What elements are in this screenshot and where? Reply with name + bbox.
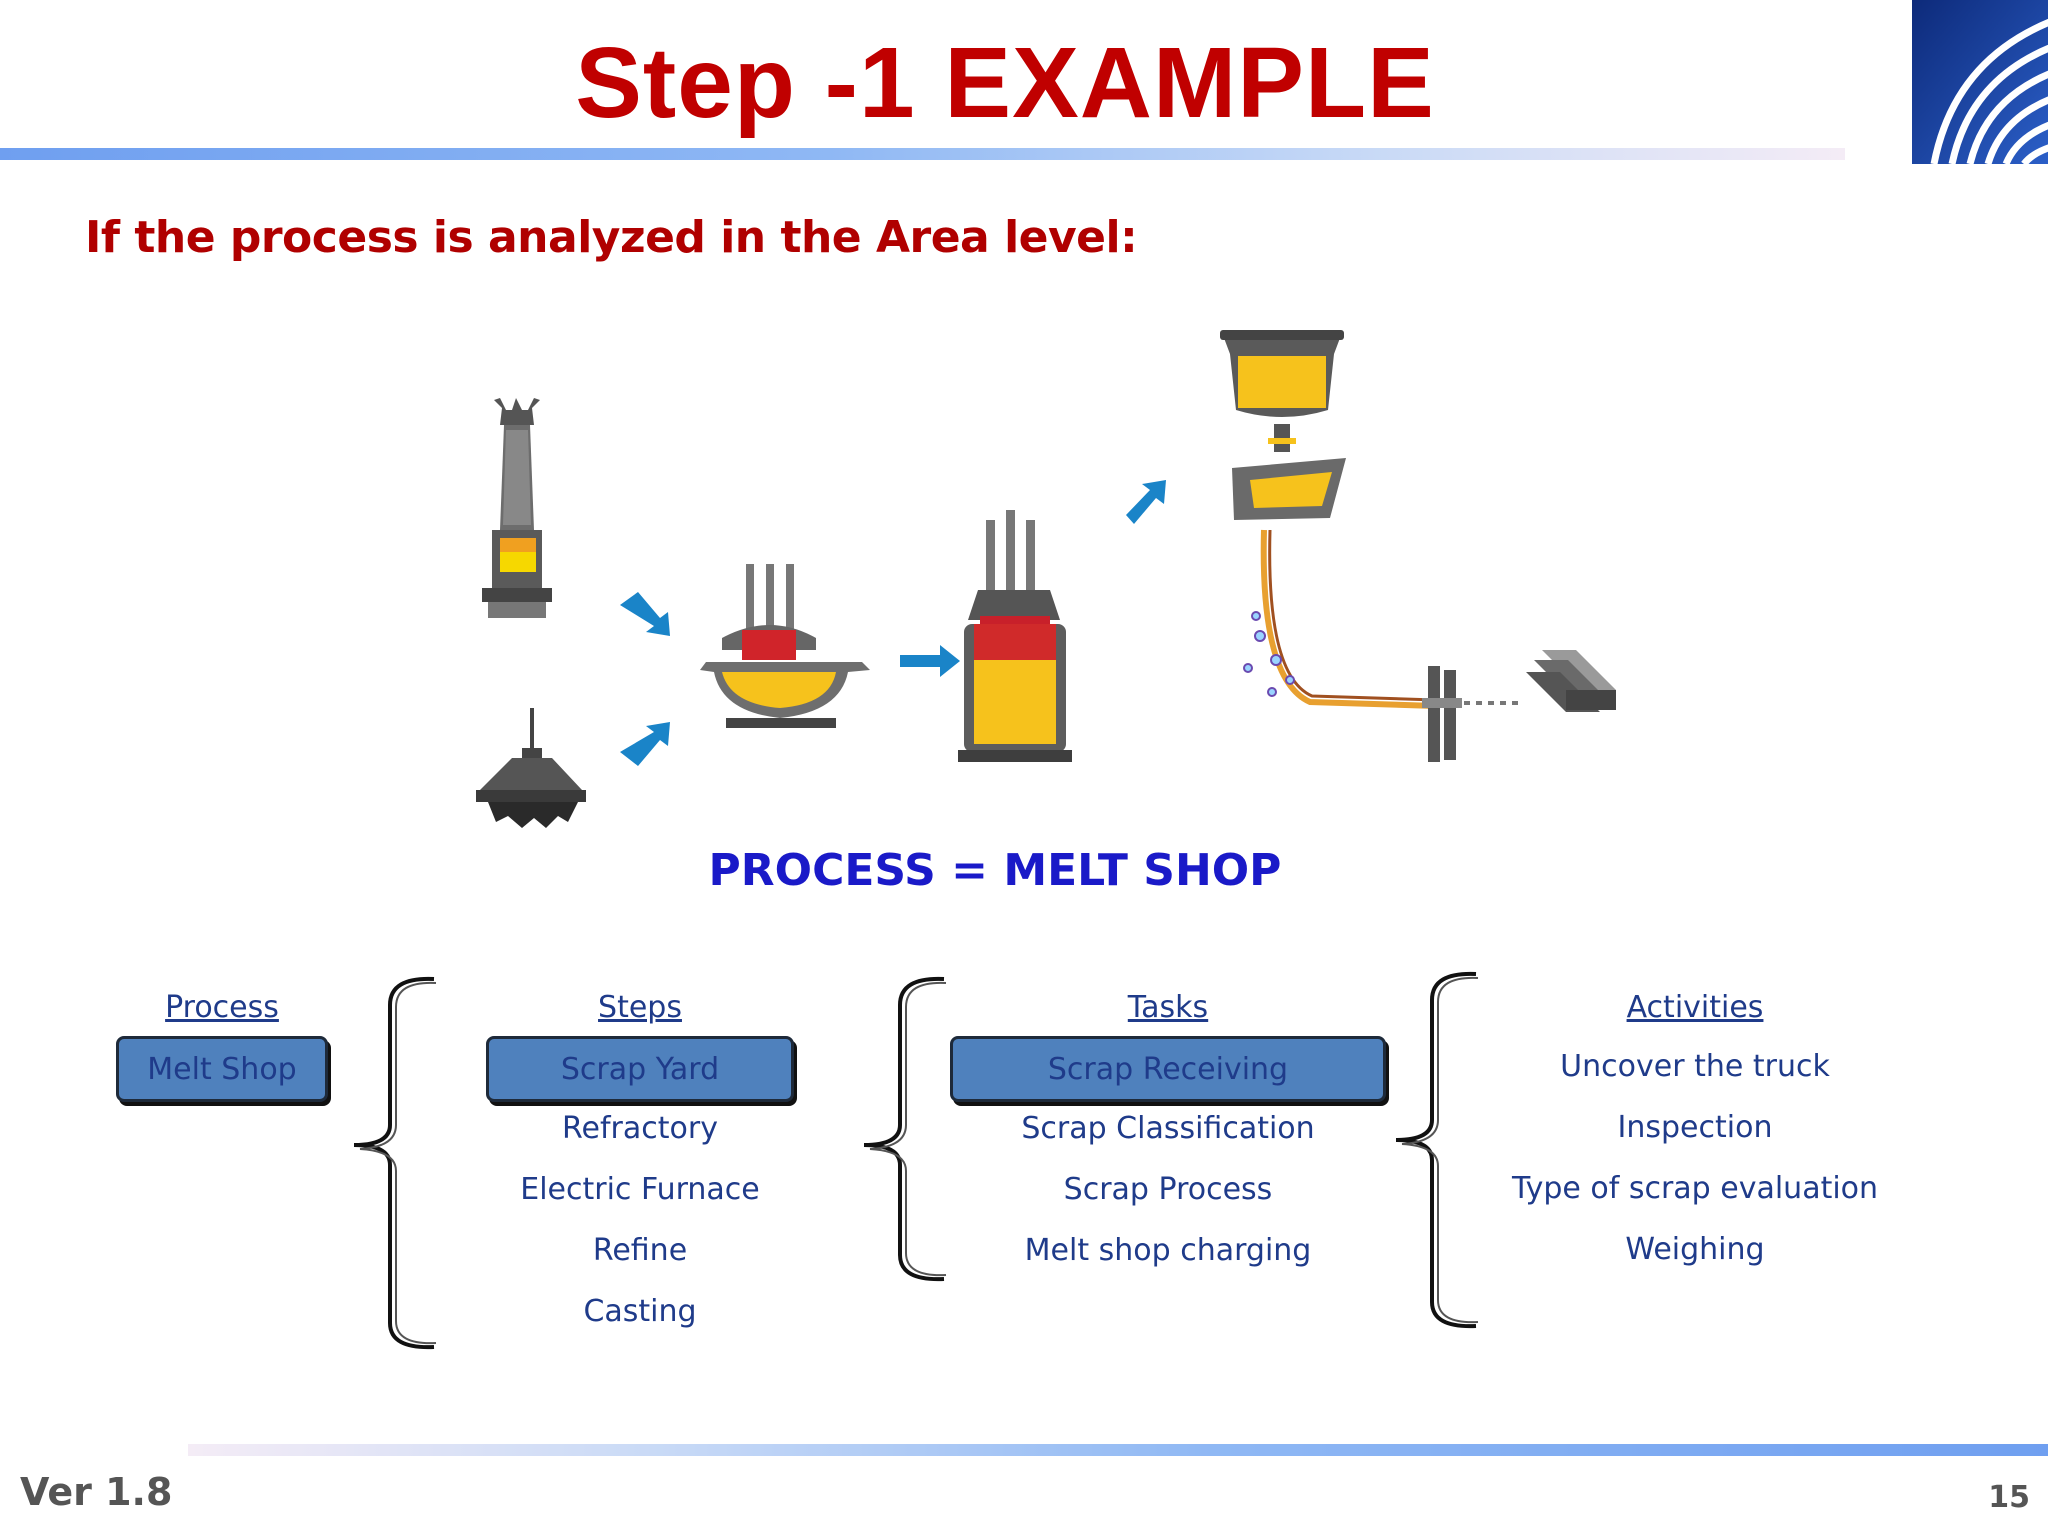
process-label: PROCESS = MELT SHOP [708, 845, 1282, 896]
steps-header: Steps [598, 990, 682, 1025]
company-logo-icon [1912, 0, 2048, 164]
process-header: Process [165, 990, 279, 1025]
tasks-item: Scrap Process [1063, 1172, 1273, 1207]
steps-item: Electric Furnace [520, 1172, 760, 1207]
tasks-header: Tasks [1127, 990, 1209, 1025]
electric-arc-furnace-icon [700, 564, 870, 728]
activities-item: Inspection [1617, 1110, 1773, 1145]
steps-item: Casting [583, 1294, 697, 1329]
arrow-up-right-icon [1126, 480, 1166, 524]
melt-shop-diagram [476, 330, 1616, 828]
page-number: 15 [1988, 1480, 2030, 1515]
scrap-magnet-icon [476, 708, 586, 828]
tasks-item: Melt shop charging [1024, 1233, 1312, 1268]
activities-item: Weighing [1625, 1232, 1765, 1267]
brace-tasks-activities [1395, 971, 1479, 1329]
steps-item: Refractory [562, 1111, 718, 1146]
tasks-item-box: Scrap Receiving [950, 1036, 1386, 1102]
activities-item: Type of scrap evaluation [1511, 1171, 1879, 1206]
steps-item-box: Scrap Yard [486, 1036, 794, 1102]
ladle-furnace-icon [958, 510, 1072, 762]
tasks-column: Tasks Scrap Receiving Scrap Classificati… [950, 980, 1386, 1281]
version-label: Ver 1.8 [20, 1470, 173, 1514]
activities-item: Uncover the truck [1560, 1049, 1830, 1084]
process-column: Process Melt Shop [116, 980, 328, 1102]
arrow-right-down-icon [620, 592, 670, 636]
arrow-right-up-icon [620, 722, 670, 766]
bottom-divider [188, 1444, 2048, 1456]
process-item-box: Melt Shop [116, 1036, 328, 1102]
activities-column: Activities Uncover the truck Inspection … [1500, 980, 1890, 1280]
slide-title: Step -1 EXAMPLE [575, 27, 1435, 139]
steps-item: Refine [592, 1233, 688, 1268]
top-divider [0, 148, 1845, 160]
slide-subtitle: If the process is analyzed in the Area l… [85, 212, 1138, 263]
blast-furnace-icon [482, 398, 552, 618]
billets-icon [1526, 650, 1616, 712]
steps-column: Steps Scrap Yard Refractory Electric Fur… [486, 980, 794, 1342]
tasks-item: Scrap Classification [1021, 1111, 1315, 1146]
continuous-caster-icon [1220, 330, 1520, 762]
brace-process-steps [353, 976, 437, 1350]
arrow-right-icon [900, 645, 960, 677]
activities-header: Activities [1626, 990, 1764, 1025]
flow-arrows [620, 480, 1166, 766]
brace-steps-tasks [863, 976, 947, 1282]
